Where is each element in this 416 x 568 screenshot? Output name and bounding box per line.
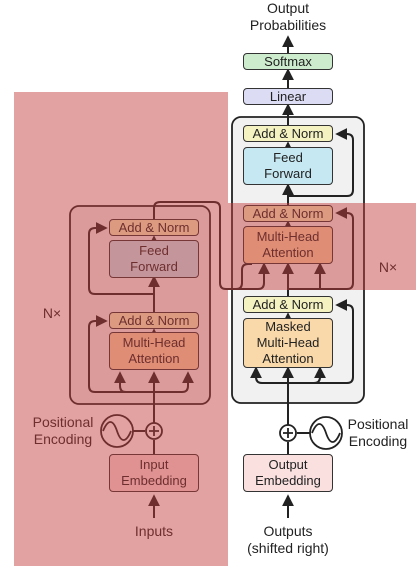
linear-label: Linear — [269, 88, 307, 104]
encoder-attention-label: Multi-Head Attention — [122, 335, 186, 366]
inputs-label: Inputs — [134, 523, 174, 539]
encoder-attention-box: Multi-Head Attention — [109, 332, 199, 370]
decoder-masked-attention-box: Masked Multi-Head Attention — [243, 318, 333, 368]
encoder-repeat-label: N× — [42, 305, 62, 321]
decoder-residual-1 — [288, 299, 354, 384]
encoder-positional-encoding-label: Positional Encoding — [32, 414, 94, 447]
decoder-residual-3 — [288, 128, 354, 197]
output-embedding-label: Output Embedding — [255, 457, 321, 488]
encoder-adder — [145, 422, 163, 440]
decoder-add-norm-2-label: Add & Norm — [252, 205, 324, 221]
decoder-adder — [279, 424, 297, 442]
input-embedding-box: Input Embedding — [109, 454, 199, 492]
decoder-add-norm-1-label: Add & Norm — [252, 296, 324, 312]
output-embedding-box: Output Embedding — [243, 454, 333, 492]
encoder-add-norm-1-label: Add & Norm — [118, 312, 190, 328]
decoder-add-norm-3-label: Add & Norm — [252, 125, 324, 141]
encoder-residual-2 — [88, 222, 154, 295]
decoder-add-norm-3-box: Add & Norm — [243, 125, 333, 142]
encoder-add-norm-2-label: Add & Norm — [118, 219, 190, 235]
decoder-positional-encoding-icon — [309, 416, 343, 450]
encoder-feed-forward-box: Feed Forward — [109, 240, 199, 278]
decoder-feed-forward-label: Feed Forward — [264, 150, 312, 181]
decoder-add-norm-2-box: Add & Norm — [243, 205, 333, 222]
encoder-feed-forward-label: Feed Forward — [130, 243, 178, 274]
output-probabilities-label: Output Probabilities — [249, 0, 327, 33]
encoder-add-norm-1-box: Add & Norm — [109, 312, 199, 329]
encoder-attention-in-right — [154, 371, 194, 393]
decoder-feed-forward-box: Feed Forward — [243, 147, 333, 185]
softmax-box: Softmax — [243, 53, 333, 70]
decoder-add-norm-1-box: Add & Norm — [243, 296, 333, 313]
decoder-masked-in-left — [250, 366, 288, 384]
encoder-to-decoder — [153, 201, 270, 290]
decoder-residual-2b — [288, 207, 354, 290]
decoder-positional-encoding-label: Positional Encoding — [347, 416, 409, 449]
decoder-repeat-label: N× — [378, 259, 398, 275]
encoder-add-norm-2-box: Add & Norm — [109, 219, 199, 236]
encoder-positional-encoding-icon — [100, 414, 134, 448]
input-embedding-label: Input Embedding — [121, 457, 187, 488]
outputs-label: Outputs (shifted right) — [247, 523, 329, 556]
encoder-residual-1 — [88, 315, 154, 393]
linear-box: Linear — [243, 88, 333, 105]
decoder-masked-attention-label: Masked Multi-Head Attention — [256, 319, 320, 366]
decoder-attention-label: Multi-Head Attention — [256, 229, 320, 260]
encoder-to-decoder-2 — [235, 263, 252, 290]
softmax-label: Softmax — [264, 53, 312, 69]
decoder-attention-box: Multi-Head Attention — [243, 226, 333, 264]
